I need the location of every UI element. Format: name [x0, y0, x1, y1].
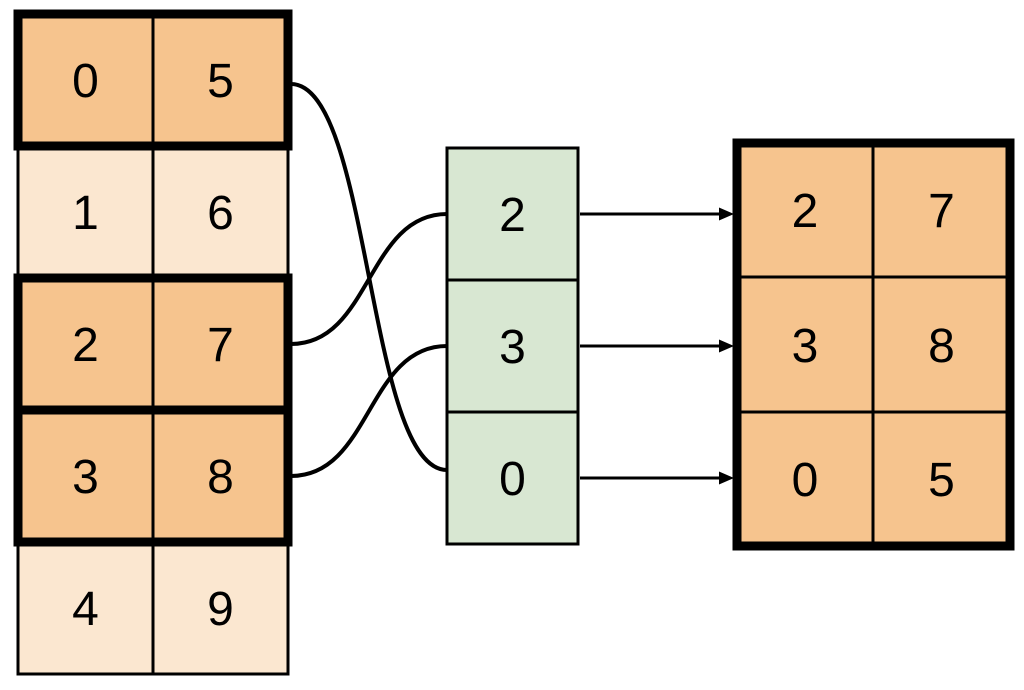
- source-row-3-highlight-border: [13, 405, 293, 547]
- source-table: 0 5 1 6 2 7 3 8 4 9: [13, 9, 293, 676]
- source-cell-0-0-value: 0: [72, 55, 99, 108]
- result-cell-0-1-value: 7: [928, 185, 955, 238]
- index-column: 2 3 0: [445, 146, 580, 546]
- index-cell-1: [445, 278, 580, 414]
- result-row-1: 3 8: [735, 275, 1012, 414]
- source-row-4: 4 9: [16, 540, 290, 676]
- result-cell-1-0: [735, 275, 875, 414]
- source-cell-4-1: [151, 540, 290, 676]
- result-cell-2-0: [735, 410, 875, 548]
- source-cell-0-1-value: 5: [207, 55, 234, 108]
- source-cell-4-1-value: 9: [207, 583, 234, 636]
- index-cell-0: [445, 146, 580, 282]
- source-cell-3-1-value: 8: [207, 451, 234, 504]
- index-cell-1-value: 3: [499, 321, 526, 374]
- index-cell-0-value: 2: [499, 189, 526, 242]
- source-row-2: 2 7: [16, 276, 290, 412]
- result-cell-2-0-value: 0: [792, 454, 819, 507]
- result-cell-2-1: [871, 410, 1012, 548]
- source-row-0: 0 5: [16, 12, 290, 148]
- source-row-1: 1 6: [16, 144, 290, 280]
- source-row-0-highlight-border: [13, 9, 293, 151]
- result-cell-2-1-value: 5: [928, 454, 955, 507]
- result-row-0: 2 7: [735, 141, 1012, 279]
- index-cell-2: [445, 410, 580, 546]
- source-cell-2-0-value: 2: [72, 319, 99, 372]
- result-cell-0-1: [871, 141, 1012, 279]
- source-cell-2-1: [151, 276, 290, 412]
- source-cell-1-0-value: 1: [72, 187, 99, 240]
- result-row-2: 0 5: [735, 410, 1012, 548]
- source-cell-3-1: [151, 408, 290, 544]
- result-table: 2 7 3 8 0 5: [732, 138, 1015, 551]
- source-cell-3-0-value: 3: [72, 451, 99, 504]
- source-cell-4-0: [16, 540, 155, 676]
- index-to-result-arrows: [580, 207, 734, 485]
- source-cell-1-1-value: 6: [207, 187, 234, 240]
- result-cell-0-0-value: 2: [792, 185, 819, 238]
- source-cell-0-1: [151, 12, 290, 148]
- connector-row2-to-index2: [290, 212, 448, 346]
- source-row-3: 3 8: [16, 408, 290, 544]
- index-cell-2-value: 0: [499, 453, 526, 506]
- result-table-border: [732, 138, 1015, 551]
- result-cell-1-1: [871, 275, 1012, 414]
- source-cell-1-1: [151, 144, 290, 280]
- source-cell-4-0-value: 4: [72, 583, 99, 636]
- source-cell-2-1-value: 7: [207, 319, 234, 372]
- source-to-index-connectors: [290, 82, 448, 478]
- source-cell-0-0: [16, 12, 155, 148]
- result-cell-1-1-value: 8: [928, 320, 955, 373]
- connector-row3-to-index3: [290, 344, 448, 478]
- result-cell-1-0-value: 3: [792, 320, 819, 373]
